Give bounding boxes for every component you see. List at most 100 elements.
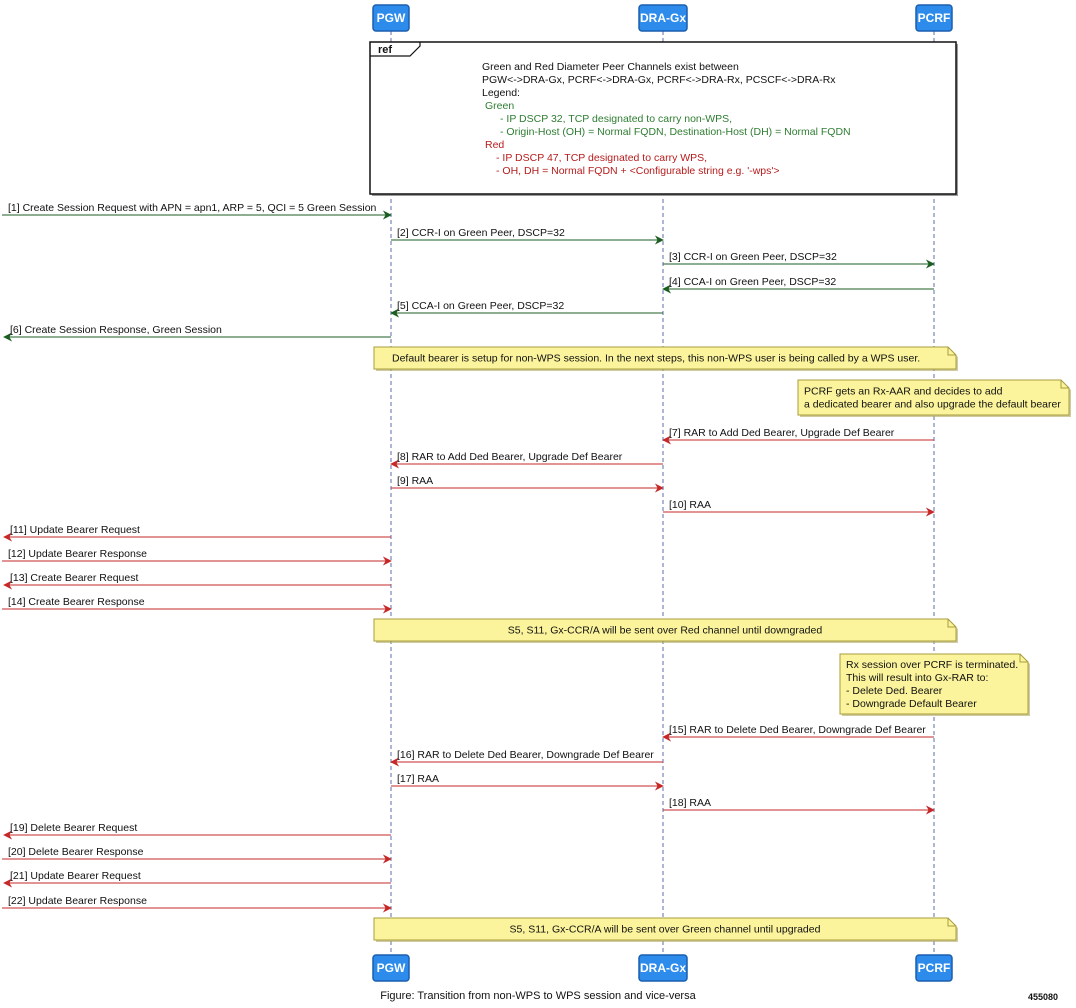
note-4: Rx session over PCRF is terminated.This … [839,653,1030,716]
participant-label: PGW [377,11,406,25]
message-label: [19] Delete Bearer Request [10,822,137,834]
message-1: [1] Create Session Request with APN = ap… [2,202,392,220]
message-4: [4] CCA-I on Green Peer, DSCP=32 [662,276,934,294]
note-fold [1060,380,1069,389]
message-15: [15] RAR to Delete Ded Bearer, Downgrade… [662,724,934,742]
note-1: Default bearer is setup for non-WPS sess… [373,346,958,371]
ref-line: Legend: [482,87,520,99]
ref-frame-box [369,41,957,195]
participant-box [638,954,688,982]
note-5: S5, S11, Gx-CCR/A will be sent over Gree… [373,917,958,942]
note-2: PCRF gets an Rx-AAR and decides to adda … [797,379,1071,417]
message-21: [21] Update Bearer Request [3,870,391,888]
message-label: [1] Create Session Request with APN = ap… [8,202,377,214]
participant-box [915,4,953,32]
message-label: [18] RAA [669,797,711,809]
ref-line: - IP DSCP 47, TCP designated to carry WP… [496,152,707,164]
message-label: [22] Update Bearer Response [8,895,147,907]
participant-label: PGW [377,961,406,975]
ref-line: PGW<->DRA-Gx, PCRF<->DRA-Gx, PCRF<->DRA-… [482,74,836,86]
message-10: [10] RAA [663,499,935,517]
message-14: [14] Create Bearer Response [2,596,392,614]
message-20: [20] Delete Bearer Response [2,846,392,864]
message-16: [16] RAR to Delete Ded Bearer, Downgrade… [390,749,663,767]
message-11: [11] Update Bearer Request [3,524,391,542]
ref-tag-outline [370,42,421,57]
participant-label: DRA-Gx [640,961,686,975]
participant-box [372,4,410,32]
message-label: [3] CCR-I on Green Peer, DSCP=32 [669,251,837,263]
participant-label: PCRF [918,961,951,975]
note-fold [947,918,956,927]
ref-tag: ref [378,44,392,56]
message-label: [2] CCR-I on Green Peer, DSCP=32 [397,227,565,239]
note-box [373,917,957,941]
ref-line: Green and Red Diameter Peer Channels exi… [482,61,739,73]
note-text: - Downgrade Default Bearer [846,698,977,710]
message-label: [8] RAR to Add Ded Bearer, Upgrade Def B… [397,451,623,463]
message-label: [17] RAA [397,773,439,785]
participant-dra-gx-top: DRA-Gx [638,4,688,32]
message-label: [16] RAR to Delete Ded Bearer, Downgrade… [397,749,654,761]
message-label: [14] Create Bearer Response [8,596,145,608]
note-text: PCRF gets an Rx-AAR and decides to add [804,386,1003,398]
message-22: [22] Update Bearer Response [2,895,392,913]
note-box [373,618,957,642]
message-9: [9] RAA [391,475,664,493]
figure-id: 455080 [1028,992,1058,1002]
message-label: [4] CCA-I on Green Peer, DSCP=32 [669,276,836,288]
message-label: [5] CCA-I on Green Peer, DSCP=32 [397,300,564,312]
figure-caption: Figure: Transition from non-WPS to WPS s… [380,990,696,1002]
note-text: Rx session over PCRF is terminated. [846,659,1018,671]
message-label: [11] Update Bearer Request [10,524,140,536]
note-fold [947,347,956,356]
message-label: [10] RAA [669,499,711,511]
note-text: a dedicated bearer and also upgrade the … [804,399,1061,411]
note-text: S5, S11, Gx-CCR/A will be sent over Gree… [510,924,821,936]
message-2: [2] CCR-I on Green Peer, DSCP=32 [391,227,664,245]
message-18: [18] RAA [663,797,935,815]
note-3: S5, S11, Gx-CCR/A will be sent over Red … [373,618,958,643]
ref-line: - IP DSCP 32, TCP designated to carry no… [500,113,732,125]
participant-box [372,954,410,982]
message-19: [19] Delete Bearer Request [3,822,391,840]
ref-line: Green [485,100,514,112]
participant-pcrf-bottom: PCRF [915,954,953,982]
message-12: [12] Update Bearer Response [2,548,392,566]
ref-line: Red [485,139,504,151]
participant-dra-gx-bottom: DRA-Gx [638,954,688,982]
message-8: [8] RAR to Add Ded Bearer, Upgrade Def B… [390,451,663,469]
message-label: [12] Update Bearer Response [8,548,147,560]
message-label: [7] RAR to Add Ded Bearer, Upgrade Def B… [669,427,895,439]
participant-label: DRA-Gx [640,11,686,25]
note-box [373,346,957,370]
message-7: [7] RAR to Add Ded Bearer, Upgrade Def B… [662,427,934,445]
message-label: [15] RAR to Delete Ded Bearer, Downgrade… [669,724,926,736]
participant-pgw-bottom: PGW [372,954,410,982]
message-label: [6] Create Session Response, Green Sessi… [10,324,222,336]
note-text: This will result into Gx-RAR to: [846,672,988,684]
note-box [797,379,1070,416]
participant-box [638,4,688,32]
participant-box [915,954,953,982]
note-fold [947,619,956,628]
message-5: [5] CCA-I on Green Peer, DSCP=32 [390,300,663,318]
ref-line: - Origin-Host (OH) = Normal FQDN, Destin… [500,126,851,138]
note-box [839,653,1029,715]
participant-label: PCRF [918,11,951,25]
message-label: [9] RAA [397,475,433,487]
message-3: [3] CCR-I on Green Peer, DSCP=32 [663,251,935,269]
note-fold [1019,654,1028,663]
note-text: Default bearer is setup for non-WPS sess… [392,353,920,365]
message-13: [13] Create Bearer Request [3,572,391,590]
note-text: - Delete Ded. Bearer [846,685,943,697]
message-label: [13] Create Bearer Request [10,572,138,584]
message-6: [6] Create Session Response, Green Sessi… [3,324,391,342]
ref-line: - OH, DH = Normal FQDN + <Configurable s… [496,165,780,177]
message-label: [21] Update Bearer Request [10,870,141,882]
message-label: [20] Delete Bearer Response [8,846,144,858]
participant-pgw-top: PGW [372,4,410,32]
participant-pcrf-top: PCRF [915,4,953,32]
